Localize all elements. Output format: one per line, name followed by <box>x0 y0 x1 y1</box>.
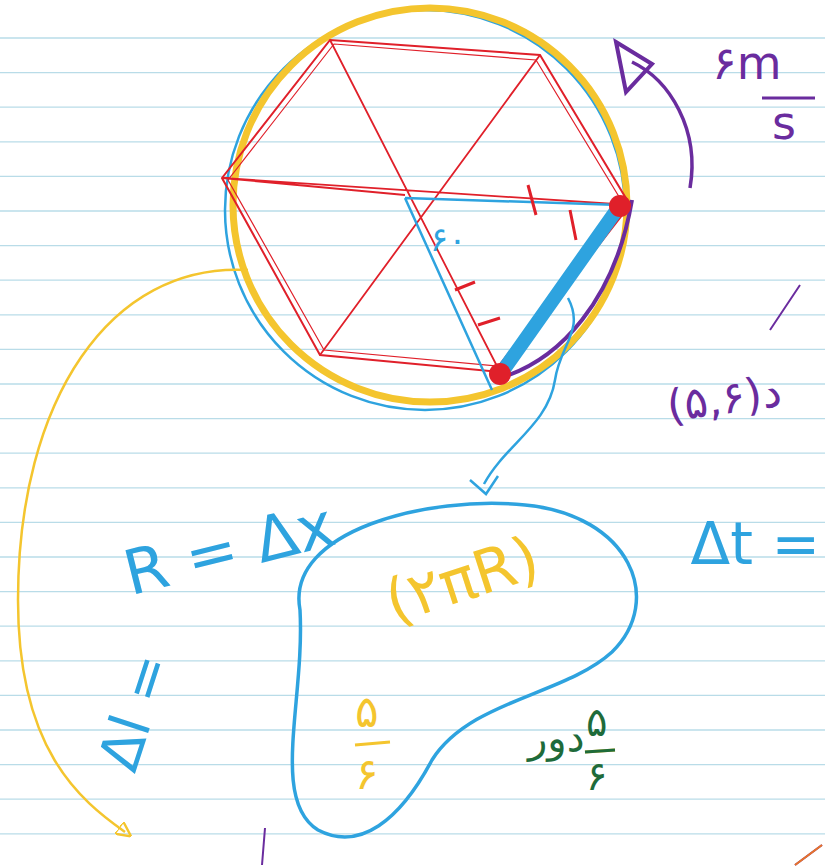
hexagon <box>228 44 624 366</box>
arc <box>500 200 632 378</box>
arrowhead <box>616 42 652 92</box>
speed-unit: s <box>772 100 796 146</box>
persian-note: د(۵,۶) <box>664 369 784 429</box>
fraction-bar <box>585 750 615 752</box>
ruled-line <box>0 245 825 246</box>
equation: Δt = <box>691 515 820 573</box>
tick-marks <box>455 185 576 325</box>
ruled-line <box>0 833 825 834</box>
ruled-line <box>0 210 825 211</box>
ruled-line <box>0 141 825 142</box>
hexagon <box>222 40 630 372</box>
ruled-line <box>0 176 825 177</box>
rotation-arrow <box>632 62 692 188</box>
ruled-line <box>0 487 825 488</box>
angle-value: ۶۰ <box>430 222 467 256</box>
fraction-numerator: ۵ <box>586 702 607 742</box>
ruled-line <box>0 280 825 281</box>
radius-lines <box>405 198 620 390</box>
ruled-line <box>0 453 825 454</box>
pointer-curve <box>484 298 574 484</box>
hexagon-diagonals <box>222 40 630 372</box>
speed-value: ۶m <box>712 40 782 86</box>
persian-note: دور <box>528 718 584 758</box>
ruled-line <box>0 37 825 38</box>
ruled-line <box>0 72 825 73</box>
ruled-lines <box>0 38 825 834</box>
point <box>609 195 631 217</box>
fraction-numerator: ۵ <box>355 690 379 734</box>
equation: R = Δx <box>118 493 340 605</box>
ruled-line <box>0 314 825 315</box>
stray-marks <box>795 845 822 865</box>
fraction-denominator: ۶ <box>355 752 379 796</box>
fraction-denominator: ۶ <box>586 756 607 796</box>
ruled-line <box>0 107 825 108</box>
point <box>489 363 511 385</box>
ruled-line <box>0 349 825 350</box>
highlight-blob <box>292 503 636 837</box>
equation: Δl = <box>90 647 180 777</box>
arrowhead <box>470 476 498 494</box>
ruled-line <box>0 799 825 800</box>
stray-marks <box>262 285 822 865</box>
expression: (۲πR) <box>378 527 546 633</box>
